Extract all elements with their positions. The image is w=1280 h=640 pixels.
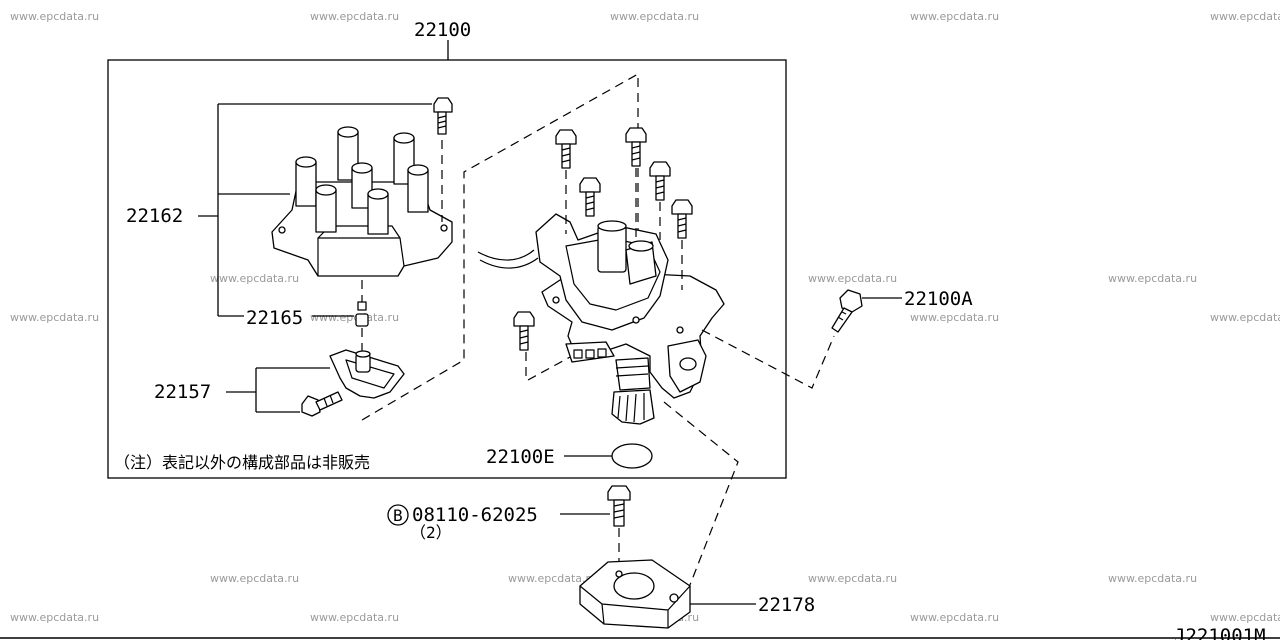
callout-22162[interactable]: 22162 xyxy=(126,205,183,227)
watermark: www.epcdata.ru xyxy=(310,611,399,624)
watermark: www.epcdata.ru xyxy=(1210,311,1280,324)
watermark: www.epcdata.ru xyxy=(910,10,999,23)
watermark: www.epcdata.ru xyxy=(210,572,299,585)
callout-22157[interactable]: 22157 xyxy=(154,381,211,403)
housing-screw-5[interactable] xyxy=(671,199,693,239)
watermark: www.epcdata.ru xyxy=(10,10,99,23)
housing-screw-1[interactable] xyxy=(555,129,577,169)
watermark: www.epcdata.ru xyxy=(10,311,99,324)
watermark: www.epcdata.ru xyxy=(1108,272,1197,285)
watermark: www.epcdata.ru xyxy=(1210,10,1280,23)
watermark: www.epcdata.ru xyxy=(1108,572,1197,585)
watermark: www.epcdata.ru xyxy=(910,611,999,624)
watermark: www.epcdata.ru xyxy=(610,10,699,23)
cap-screw[interactable] xyxy=(433,97,453,135)
watermark: www.epcdata.ru xyxy=(310,311,399,324)
carbon-contact[interactable] xyxy=(312,301,369,327)
standard-part-badge xyxy=(387,504,409,526)
watermark: www.epcdata.ru xyxy=(1210,611,1280,624)
callout-22178[interactable]: 22178 xyxy=(758,594,815,616)
distributor-housing[interactable] xyxy=(477,213,725,425)
callout-quantity: （2） xyxy=(410,523,452,542)
standard-part-badge-letter: B xyxy=(393,506,403,525)
bolt-22100a[interactable] xyxy=(831,289,863,333)
o-ring[interactable] xyxy=(611,443,653,469)
watermark: www.epcdata.ru xyxy=(910,311,999,324)
assembly-frame xyxy=(107,59,787,479)
housing-screw-4[interactable] xyxy=(649,161,671,201)
watermark: www.epcdata.ru xyxy=(310,10,399,23)
standard-bolt[interactable] xyxy=(607,485,631,527)
watermark: www.epcdata.ru xyxy=(210,272,299,285)
watermark: www.epcdata.ru xyxy=(808,572,897,585)
rotor-screw[interactable] xyxy=(301,391,343,417)
callout-08110-62025[interactable]: 08110-62025 xyxy=(412,504,538,526)
watermark: www.epcdata.ru xyxy=(508,572,597,585)
callout-22100e[interactable]: 22100E xyxy=(486,446,555,468)
note-text: （注）表記以外の構成部品は非販売 xyxy=(114,453,370,472)
rotor[interactable] xyxy=(329,349,405,399)
housing-screw-2[interactable] xyxy=(625,127,647,167)
callout-22165[interactable]: 22165 xyxy=(246,307,303,329)
callout-22100a[interactable]: 22100A xyxy=(904,288,973,310)
housing-screw-3[interactable] xyxy=(579,177,601,217)
watermark: www.epcdata.ru xyxy=(10,611,99,624)
diagram-id: J221001M xyxy=(1174,625,1266,640)
watermark: www.epcdata.ru xyxy=(808,272,897,285)
mounting-plate[interactable] xyxy=(579,559,691,629)
housing-screw-6[interactable] xyxy=(513,311,535,351)
callout-22100[interactable]: 22100 xyxy=(414,19,471,41)
distributor-cap[interactable] xyxy=(271,126,453,277)
